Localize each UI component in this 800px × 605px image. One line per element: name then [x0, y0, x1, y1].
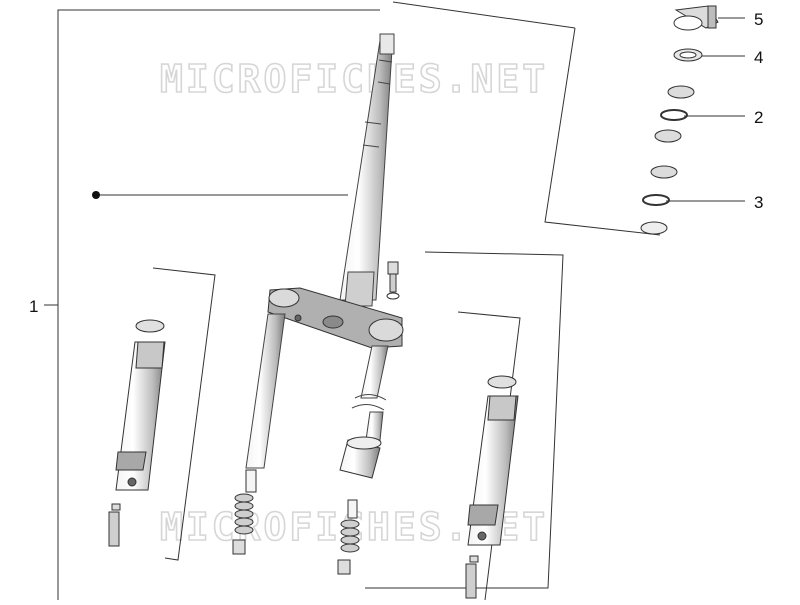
fork-tube-left — [245, 313, 286, 469]
callout-label-4: 4 — [754, 48, 763, 67]
fork-spring-right — [337, 499, 360, 575]
headset-nut-item-4 — [673, 48, 703, 62]
fork-crown — [267, 287, 404, 349]
callout-label-1: 1 — [29, 297, 38, 316]
fork-bushing — [339, 436, 382, 479]
steering-column — [339, 33, 395, 307]
fork-spring-left — [232, 469, 257, 555]
svg-text:MICROFICHES.NET: MICROFICHES.NET — [160, 57, 548, 101]
callout-label-3: 3 — [754, 193, 763, 212]
headset-bearing-cups — [640, 85, 695, 235]
group-frame-item-1 — [57, 9, 380, 600]
fork-slider-right — [465, 375, 519, 599]
callout-label-2: 2 — [754, 108, 763, 127]
assembly-dot-marker — [92, 191, 100, 199]
headset-bracket-item-5 — [673, 5, 719, 31]
watermark-top: MICROFICHES.NET — [159, 56, 548, 102]
callout-label-5: 5 — [754, 10, 763, 29]
callout-leaders — [44, 17, 745, 306]
crown-bolt — [386, 261, 400, 300]
fork-slider-left — [108, 319, 166, 547]
fork-tube-right — [351, 345, 389, 441]
